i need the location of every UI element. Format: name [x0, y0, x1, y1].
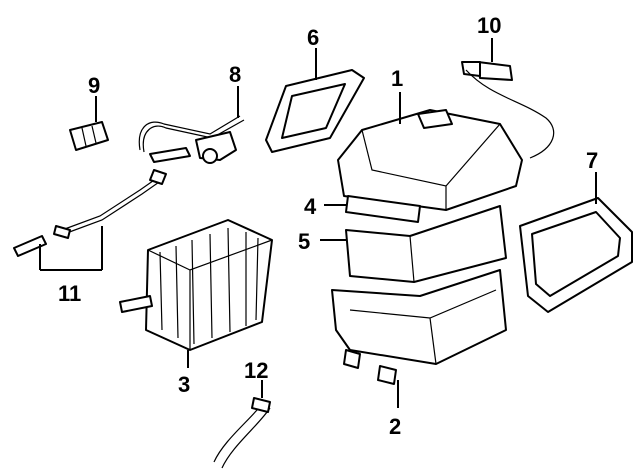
- callout-8: 8: [229, 62, 241, 87]
- callout-1: 1: [391, 66, 403, 91]
- callout-5: 5: [298, 229, 310, 254]
- part-5-middle-case: [320, 205, 507, 283]
- part-1-upper-case: [337, 92, 523, 211]
- callout-9: 9: [88, 73, 100, 98]
- part-3-evaporator-core: [119, 219, 273, 368]
- part-2-lower-case: [331, 269, 507, 408]
- part-4-seal: [324, 195, 421, 223]
- callout-4: 4: [304, 194, 317, 219]
- part-8-expansion-valve: [138, 86, 245, 164]
- callout-3: 3: [178, 372, 190, 397]
- callout-2: 2: [389, 414, 401, 439]
- callout-11: 11: [58, 281, 81, 306]
- part-10-thermistor: [461, 38, 555, 159]
- callout-10: 10: [477, 13, 501, 38]
- part-6-gasket: [265, 48, 365, 153]
- part-9-grommet: [69, 96, 109, 151]
- part-7-gasket: [519, 172, 633, 313]
- part-12-drain-hose: [213, 380, 271, 469]
- part-11-drain-tubes: [13, 169, 167, 271]
- callout-6: 6: [307, 25, 319, 50]
- callout-12: 12: [244, 358, 268, 383]
- callout-7: 7: [586, 148, 598, 173]
